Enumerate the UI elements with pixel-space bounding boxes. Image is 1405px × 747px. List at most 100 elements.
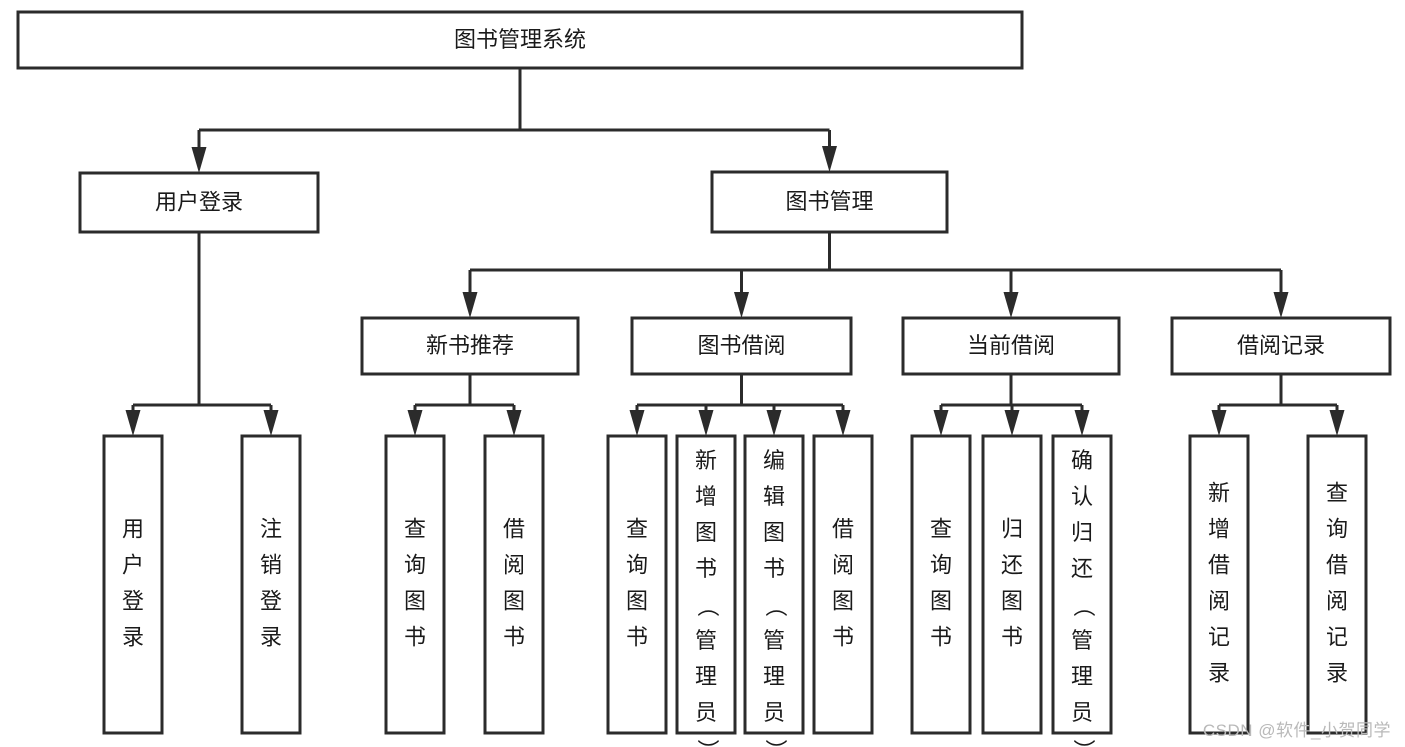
svg-text:理: 理 [1071,664,1093,689]
l2-3-child-1-arrowhead [1329,410,1345,436]
leaf-box-借阅图书-0-1 [483,434,545,735]
svg-text:确: 确 [1071,448,1093,473]
svg-text:书: 书 [695,556,717,581]
l2-0-child-1-arrowhead [506,410,522,436]
node-label-当前借阅: 当前借阅 [967,333,1055,358]
svg-text:归: 归 [1071,520,1093,545]
svg-text:书: 书 [1001,624,1023,649]
svg-text:阅: 阅 [503,552,525,577]
svg-text:（: （ [695,595,720,617]
svg-text:图: 图 [1001,588,1023,613]
svg-text:编: 编 [763,448,785,473]
svg-text:员: 员 [695,700,717,725]
svg-text:管: 管 [695,628,717,653]
svg-text:理: 理 [695,664,717,689]
svg-text:注: 注 [260,516,282,541]
node-box-借阅记录 [1170,316,1392,376]
svg-text:借: 借 [832,516,854,541]
l1-0-child-0-arrowhead [125,410,141,436]
node-box-当前借阅 [901,316,1121,376]
svg-text:书: 书 [503,624,525,649]
svg-text:还: 还 [1001,552,1023,577]
l2-1-child-1-arrowhead [698,410,714,436]
svg-text:录: 录 [260,624,282,649]
leaf-box-编辑图书管理员-1-2 [743,434,805,735]
l1-1-child-2-arrowhead [1003,292,1019,318]
svg-text:管: 管 [1071,628,1093,653]
svg-text:询: 询 [1326,516,1348,541]
svg-text:借: 借 [1326,552,1348,577]
leaf-box-新增图书管理员-1-1 [675,434,737,735]
svg-text:辑: 辑 [763,484,785,509]
node-label-新书推荐: 新书推荐 [426,333,514,358]
svg-text:增: 增 [1208,516,1230,541]
l2-1-child-2-arrowhead [766,410,782,436]
l1-1-child-3-arrowhead [1273,292,1289,318]
svg-text:借: 借 [1208,552,1230,577]
svg-text:归: 归 [1001,516,1023,541]
leaf-box-用户登录-0-0 [102,434,164,735]
svg-text:查: 查 [930,516,952,541]
l1-1-child-1-arrowhead [734,292,749,318]
svg-text:书: 书 [930,624,952,649]
leaf-box-新增借阅记录-3-0 [1188,434,1250,735]
svg-text:管: 管 [763,628,785,653]
svg-text:）: ） [1071,739,1096,747]
svg-text:户: 户 [122,552,144,577]
svg-text:询: 询 [404,552,426,577]
leaf-box-查询图书-1-0 [606,434,668,735]
node-label-root: 图书管理系统 [454,27,586,52]
root-child-1-arrowhead [822,146,837,172]
svg-text:员: 员 [1071,700,1093,725]
l2-2-child-2-arrowhead [1074,410,1090,436]
svg-text:销: 销 [260,552,282,577]
node-label-借阅记录: 借阅记录 [1237,333,1325,358]
svg-text:询: 询 [930,552,952,577]
l1-0-child-1-arrowhead [263,410,279,436]
svg-text:录: 录 [1326,660,1348,685]
svg-text:（: （ [1071,595,1096,617]
leaf-label-用户登录-0-0: 用户登录 [122,516,144,649]
node-box-root [16,10,1024,70]
l2-1-child-3-arrowhead [835,410,851,436]
leaf-box-归还图书-2-1 [981,434,1043,735]
svg-text:认: 认 [1071,484,1093,509]
leaf-box-查询图书-2-0 [910,434,972,735]
svg-text:阅: 阅 [832,552,854,577]
svg-text:增: 增 [695,484,717,509]
leaf-box-查询图书-0-0 [384,434,446,735]
svg-text:阅: 阅 [1208,588,1230,613]
svg-text:（: （ [763,595,788,617]
svg-text:图: 图 [930,588,952,613]
svg-text:登: 登 [260,588,282,613]
l1-1-child-0-arrowhead [462,292,478,318]
svg-text:用: 用 [122,516,144,541]
svg-text:录: 录 [1208,660,1230,685]
svg-text:书: 书 [832,624,854,649]
node-label-图书管理: 图书管理 [785,189,873,214]
svg-text:新: 新 [1208,480,1230,505]
l2-1-child-0-arrowhead [629,410,645,436]
l2-0-child-0-arrowhead [407,410,423,436]
svg-text:记: 记 [1208,624,1230,649]
leaf-box-注销登录-0-1 [240,434,302,735]
l2-2-child-1-arrowhead [1004,410,1020,436]
svg-text:记: 记 [1326,624,1348,649]
l2-3-child-0-arrowhead [1211,410,1227,436]
svg-text:查: 查 [626,516,648,541]
svg-text:书: 书 [626,624,648,649]
svg-text:阅: 阅 [1326,588,1348,613]
svg-text:还: 还 [1071,556,1093,581]
svg-text:图: 图 [832,588,854,613]
